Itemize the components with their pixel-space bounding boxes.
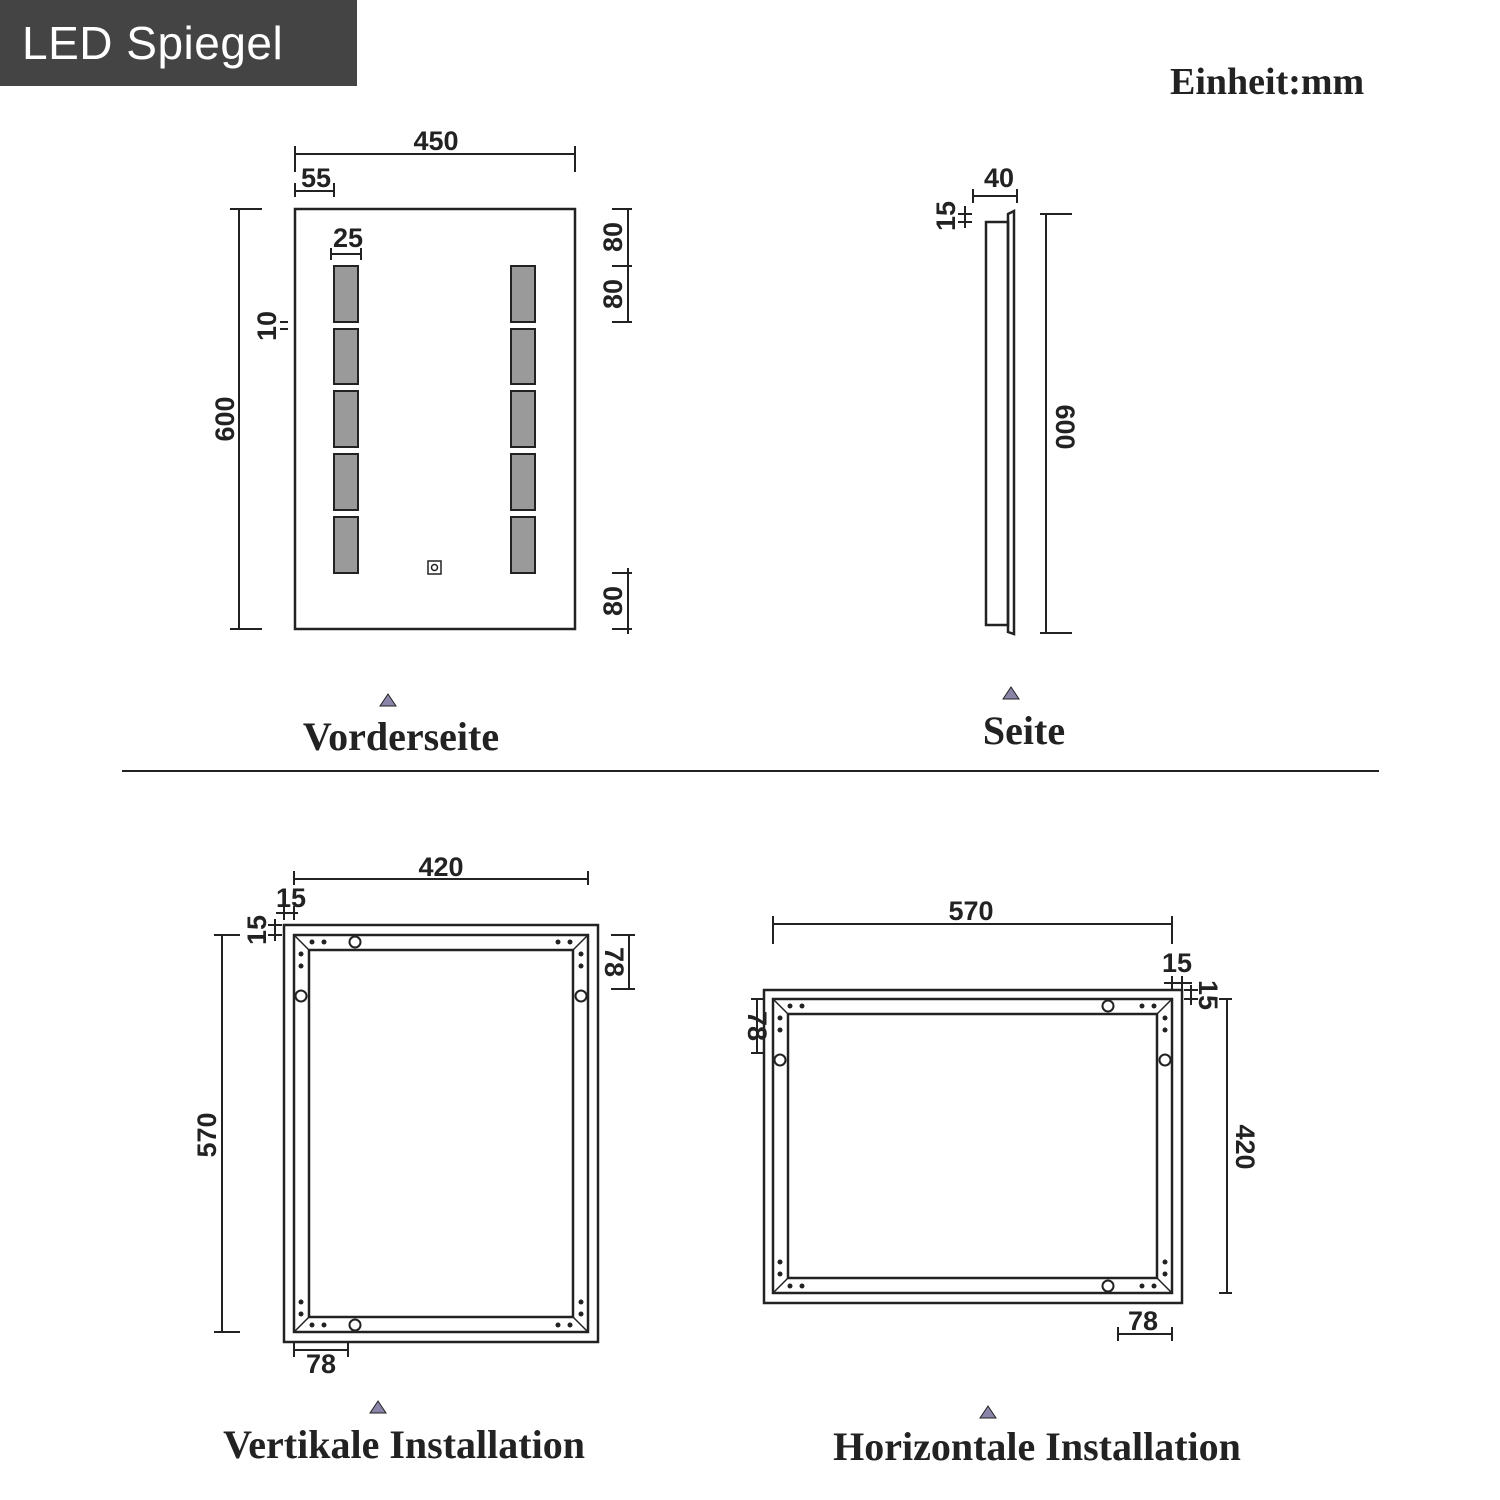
view-label-front: Vorderseite [303, 714, 499, 759]
led-panel [510, 328, 536, 385]
dim-front-led-width: 25 [333, 223, 363, 253]
dim-horizontal-height: 420 [1230, 1124, 1260, 1169]
side-dimension-labels: 40 15 600 [931, 163, 1080, 450]
dim-front-offset-left: 55 [301, 163, 331, 193]
led-panel [333, 516, 359, 574]
dim-side-edge: 15 [931, 201, 961, 231]
led-panel [333, 328, 359, 385]
marker-triangle-icon [379, 693, 397, 707]
vertical-hanger-holes [294, 935, 588, 1332]
unit-label: Einheit:mm [1170, 61, 1365, 103]
dim-horizontal-rail-bottom: 78 [1128, 1306, 1158, 1336]
led-panel [510, 516, 536, 574]
dim-horizontal-edge-y: 15 [1193, 980, 1223, 1010]
horizontal-dimension-lines [751, 916, 1232, 1341]
view-label-side: Seite [983, 708, 1065, 753]
horizontal-outer-frame [762, 988, 1184, 1305]
side-profile [984, 220, 1010, 627]
title-text: LED Spiegel [22, 17, 284, 69]
front-led-column-left [333, 265, 359, 574]
vertical-outer-frame [282, 923, 600, 1344]
led-panel [333, 390, 359, 448]
front-view [230, 146, 632, 634]
dim-vertical-rail-bottom: 78 [306, 1349, 336, 1379]
marker-triangle-icon [369, 1400, 387, 1414]
horizontal-hanger-holes [773, 999, 1172, 1293]
view-label-vertical: Vertikale Installation [223, 1422, 585, 1467]
horizontal-mount-rail [771, 997, 1174, 1295]
vertical-dimension-lines [214, 871, 635, 1357]
dim-side-height: 600 [1050, 404, 1080, 449]
vertical-screw-holes [298, 939, 584, 1328]
side-glass-edge [1006, 208, 1016, 636]
dim-vertical-edge-y: 15 [242, 915, 272, 945]
dim-vertical-width: 420 [418, 852, 463, 882]
dim-horizontal-edge-x: 15 [1162, 948, 1192, 978]
dim-vertical-edge-x: 15 [276, 883, 306, 913]
horizontal-dimension-labels: 570 15 15 420 78 78 [742, 896, 1260, 1336]
led-panel [333, 453, 359, 511]
front-dimension-labels: 450 55 25 10 600 80 80 80 [210, 126, 628, 616]
dim-front-height: 600 [210, 396, 240, 441]
horizontal-installation-view [751, 916, 1232, 1341]
dim-horizontal-rail-left: 78 [742, 1011, 772, 1041]
front-dimension-lines [230, 146, 632, 634]
marker-triangle-icon [979, 1405, 997, 1419]
dim-front-segment: 80 [598, 279, 628, 309]
dim-vertical-rail-right: 78 [599, 947, 629, 977]
front-led-column-right [510, 265, 536, 574]
horizontal-corner-joins [772, 998, 1173, 1294]
dim-front-top-margin: 80 [598, 222, 628, 252]
view-label-horizontal: Horizontale Installation [833, 1424, 1241, 1469]
dim-front-width: 450 [413, 126, 458, 156]
dim-front-gap: 10 [252, 311, 282, 341]
side-dimension-lines [958, 189, 1072, 634]
title-badge: LED Spiegel [0, 0, 357, 86]
horizontal-screw-holes [777, 1003, 1168, 1289]
marker-triangle-icon [1002, 686, 1020, 700]
dim-side-depth: 40 [984, 163, 1014, 193]
vertical-mount-rail [292, 933, 590, 1334]
dim-horizontal-width: 570 [948, 896, 993, 926]
led-panel [333, 265, 359, 323]
dim-front-bottom-margin: 80 [598, 586, 628, 616]
vertical-installation-view [214, 871, 635, 1357]
led-panel [510, 390, 536, 448]
vertical-dimension-labels: 420 15 15 570 78 78 [192, 852, 629, 1379]
touch-switch-icon [427, 560, 442, 575]
dim-vertical-height: 570 [192, 1112, 222, 1157]
side-view [958, 189, 1072, 636]
vertical-corner-joins [293, 934, 589, 1333]
led-panel [510, 265, 536, 323]
front-mirror-outline [293, 207, 577, 631]
led-panel [510, 453, 536, 511]
